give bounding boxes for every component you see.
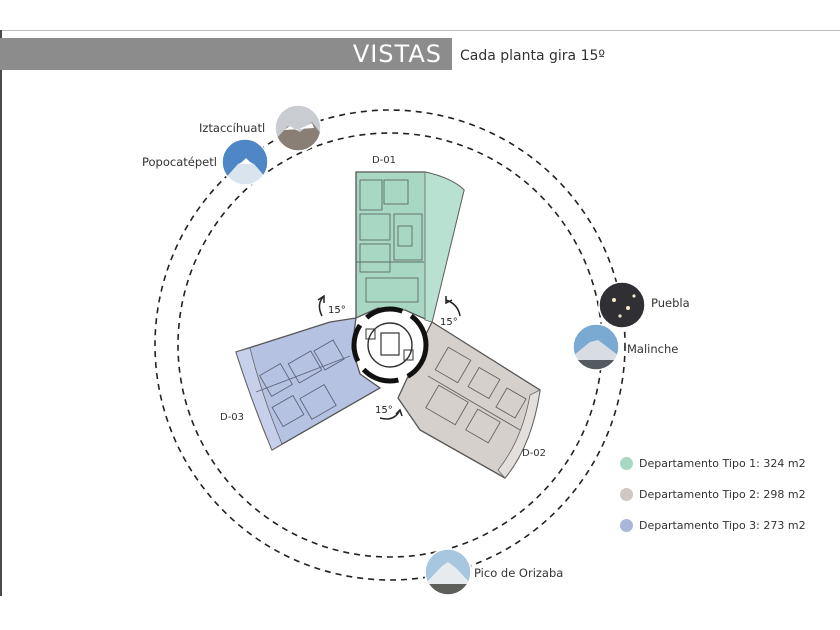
rotation-arrows [317,294,461,420]
unit-d01-plan [355,171,465,323]
legend-item-tipo3: Departamento Tipo 3: 273 m2 [620,517,806,533]
legend: Departamento Tipo 1: 324 m2 Departamento… [620,455,806,548]
legend-item-tipo1: Departamento Tipo 1: 324 m2 [620,455,806,471]
page-title: VISTAS [352,40,442,68]
legend-swatch-tipo1 [620,456,633,470]
malinche-photo [573,324,619,370]
view-label-popocatepetl: Popocatépetl [142,155,217,169]
view-label-malinche: Malinche [627,342,679,356]
top-divider [0,30,840,31]
tower-core [351,306,429,384]
rotation-arrowhead-bottom [395,408,403,417]
popocatepetl-photo [222,139,268,185]
rotation-label-right: 15° [440,317,458,328]
view-label-puebla: Puebla [651,296,690,310]
rotation-arrow-right [445,299,461,317]
pico-de-orizaba-photo [425,549,471,595]
legend-label-tipo3: Departamento Tipo 3: 273 m2 [639,518,806,532]
legend-label-tipo2: Departamento Tipo 2: 298 m2 [639,487,806,501]
rotation-label-left: 15° [328,305,346,316]
unit-d02-plan [397,321,541,479]
iztaccihuatl-photo [275,105,321,151]
puebla-photo [599,282,645,328]
rotation-label-bottom: 15° [375,405,393,416]
rotation-arrowhead-left [317,294,325,303]
legend-swatch-tipo3 [620,518,633,532]
unit-d03-plan [235,317,382,451]
legend-swatch-tipo2 [620,487,633,501]
unit-label-d03: D-03 [220,412,244,423]
left-border [0,30,2,596]
legend-item-tipo2: Departamento Tipo 2: 298 m2 [620,486,806,502]
outer-view-ring [154,109,626,581]
header-bar: VISTAS [0,38,452,70]
rotation-arrowhead-right [445,296,453,305]
view-label-iztaccihuatl: Iztaccíhuatl [199,121,266,135]
view-label-pico-de-orizaba: Pico de Orizaba [474,566,564,580]
unit-label-d01: D-01 [372,155,396,166]
page-subtitle: Cada planta gira 15º [460,48,605,64]
legend-label-tipo1: Departamento Tipo 1: 324 m2 [639,456,806,470]
unit-label-d02: D-02 [522,448,546,459]
